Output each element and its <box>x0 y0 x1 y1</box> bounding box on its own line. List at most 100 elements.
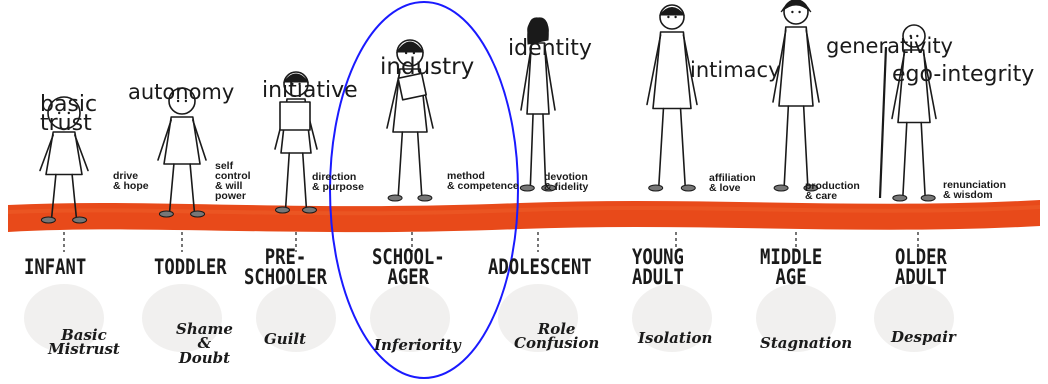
highlight-ellipse <box>329 1 519 379</box>
crisis-label-line: & <box>197 334 212 353</box>
figure-leg <box>920 121 926 199</box>
figure-hair <box>658 7 686 16</box>
stage-name-label-line: TODDLER <box>154 255 227 279</box>
ghost-shadow <box>370 284 450 352</box>
crisis-label: Shame&Doubt <box>176 320 233 367</box>
strength-label-line: self <box>215 160 234 172</box>
ghost-shadow <box>874 284 954 352</box>
strength-label-line: & competence <box>447 179 519 192</box>
stage-name-label-line: SCHOOLER <box>244 264 327 289</box>
figure-cane <box>878 46 888 199</box>
figure-body <box>163 116 201 165</box>
figure-leg <box>679 107 687 189</box>
figure-baby <box>39 96 89 224</box>
figure-leg <box>301 152 308 211</box>
figure-body <box>897 49 931 124</box>
strength-label-line: & purpose <box>312 180 364 193</box>
figure-shoe <box>773 184 789 192</box>
figure-leg <box>529 113 534 189</box>
crisis-label: Despair <box>891 328 956 346</box>
stage-name-label-line: AGE <box>775 264 807 289</box>
figure-arm <box>192 119 207 161</box>
crisis-label-line: Despair <box>891 328 956 346</box>
strength-label: production& care <box>805 180 860 202</box>
strength-label-line: devotion <box>544 171 588 183</box>
figure-leg <box>397 131 404 199</box>
figure-body <box>652 31 692 110</box>
figure-middle <box>772 0 820 192</box>
timeline-band <box>8 200 1040 233</box>
figure-body <box>778 26 814 107</box>
figure-hair <box>780 0 812 13</box>
figure-arm <box>157 119 172 161</box>
figure-arm <box>682 34 698 106</box>
figure-eye <box>404 51 408 55</box>
figure-head <box>902 24 926 48</box>
strength-label-line: production <box>805 180 860 192</box>
figure-drawing-board <box>279 101 311 131</box>
stage-name-label: ADOLESCENT <box>488 257 592 278</box>
virtue-label: generativity <box>826 34 953 58</box>
figure-eye <box>184 99 188 103</box>
strength-label: method& competence <box>447 171 519 192</box>
stage-name-label-line: ADULT <box>632 264 684 289</box>
ghost-shadow <box>24 284 104 352</box>
crisis-label-line: Isolation <box>638 329 713 347</box>
virtue-label-line: industry <box>380 54 475 80</box>
strength-label: affiliation& love <box>709 173 756 194</box>
stage-name-label-line: YOUNG <box>632 245 684 269</box>
figure-hair <box>396 41 424 53</box>
figure-toddler <box>157 87 207 218</box>
virtue-label-line: identity <box>508 36 592 61</box>
virtue-label-line: generativity <box>826 34 953 58</box>
virtue-label: ego-integrity <box>892 62 1035 87</box>
crisis-label-line: Shame <box>176 320 233 338</box>
crisis-label: Isolation <box>638 329 713 347</box>
figure-shoe <box>40 216 56 224</box>
virtue-label: initiative <box>262 80 358 102</box>
figure-eye <box>533 28 537 32</box>
stage-name-label-line: OLDER <box>895 245 947 269</box>
figure-leg <box>802 105 809 189</box>
figure-shoe <box>892 194 908 202</box>
strength-label-line: power <box>215 189 246 202</box>
figure-shoe <box>302 206 317 214</box>
ghost-shadow <box>142 284 222 352</box>
ghost-shadow <box>756 284 836 352</box>
strength-label-line: & fidelity <box>544 180 589 193</box>
figure-books <box>397 72 427 101</box>
strength-label: renunciation& wisdom <box>943 179 1007 201</box>
strength-label-line: & care <box>805 189 838 202</box>
figure-arm <box>891 52 906 120</box>
crisis-label-line: Confusion <box>514 334 600 353</box>
figure-eye <box>58 111 61 115</box>
figure-eye <box>67 111 71 115</box>
strength-label-line: renunciation <box>943 179 1007 191</box>
figure-eye <box>176 99 180 103</box>
figure-arm <box>646 34 662 106</box>
stage-name-label: INFANT <box>24 255 87 279</box>
crisis-label-line: Inferiority <box>374 336 461 354</box>
virtue-label-line: ego-integrity <box>892 62 1035 87</box>
strength-label-line: drive <box>113 170 139 182</box>
crisis-label-line: Doubt <box>178 348 231 367</box>
stage-name-label-line: PRE- <box>264 245 307 269</box>
crisis-label-line: Stagnation <box>760 334 853 352</box>
strength-label: direction& purpose <box>312 172 364 193</box>
figure-shoe <box>648 184 664 192</box>
figure-hair <box>282 73 310 83</box>
figure-shoe <box>541 184 557 192</box>
figure-shoe <box>519 184 535 192</box>
stage-name-label: SCHOOL-AGER <box>372 247 445 288</box>
figure-shoe <box>920 194 936 202</box>
stage-name-label-line: INFANT <box>24 255 87 279</box>
figure-school <box>386 39 434 202</box>
virtue-label: industry <box>380 54 475 80</box>
figure-arm <box>922 52 937 120</box>
virtue-label-line: basic <box>40 92 98 117</box>
figure-eye <box>412 51 416 55</box>
figure-older <box>878 24 937 202</box>
